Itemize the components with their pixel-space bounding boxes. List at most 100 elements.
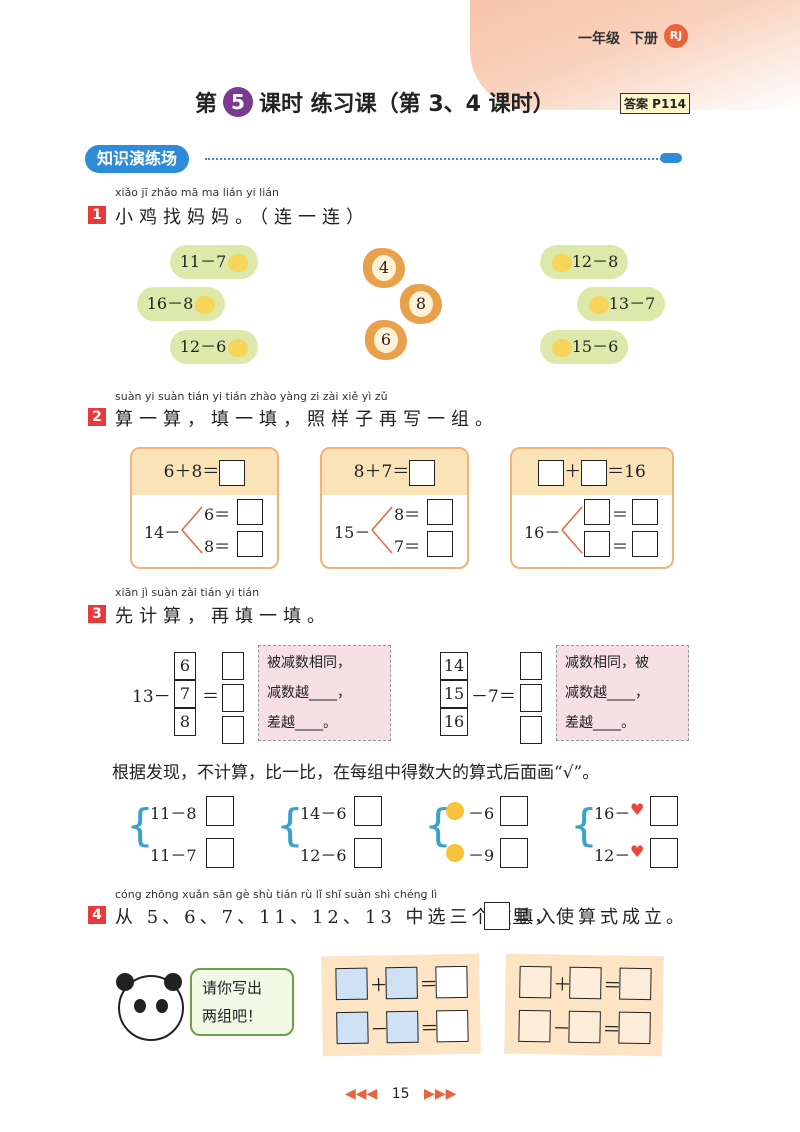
chick-expression-2[interactable]: 16－8 — [137, 287, 225, 321]
answer-box[interactable] — [435, 965, 468, 999]
answer-box[interactable] — [581, 459, 608, 486]
answer-box[interactable] — [520, 652, 542, 680]
q3-instruction: 根据发现，不计算，比一比，在每组中得数大的算式后面画“√”。 — [112, 763, 600, 783]
subtrahend-tile: 8 — [174, 708, 196, 736]
chick-expression-1[interactable]: 11－7 — [170, 245, 258, 279]
section-divider — [205, 158, 670, 160]
chick-icon — [551, 338, 572, 357]
answer-box[interactable] — [520, 684, 542, 712]
check-box[interactable] — [354, 838, 382, 868]
answer-box[interactable] — [619, 967, 652, 1001]
answer-box[interactable] — [427, 531, 453, 557]
page-footer: ◀◀◀ 15 ▶▶▶ — [345, 1086, 456, 1102]
expression-text: 15－6 — [571, 337, 619, 356]
answer-box[interactable] — [436, 1009, 469, 1043]
bubble-line: 两组吧！ — [202, 1007, 263, 1025]
answer-box[interactable] — [335, 967, 368, 1001]
equals-sign: ＝ — [612, 537, 629, 556]
decompose-card-1: 6＋8＝ 14－ 6＝ 8＝ — [130, 447, 279, 569]
note-line: 差越____。 — [565, 715, 635, 731]
answer-box[interactable] — [538, 459, 565, 486]
check-box[interactable] — [650, 838, 678, 868]
branch-lines — [371, 506, 393, 554]
note-line: 差越____。 — [267, 715, 337, 731]
answer-box[interactable] — [427, 499, 453, 525]
check-box[interactable] — [650, 796, 678, 826]
answer-box[interactable] — [237, 499, 263, 525]
check-box[interactable] — [500, 796, 528, 826]
check-box[interactable] — [206, 796, 234, 826]
check-box[interactable] — [354, 796, 382, 826]
plus-sign: ＋ — [564, 462, 582, 482]
brace-icon: { — [126, 800, 154, 851]
compare-expr: 11－8 — [150, 804, 197, 823]
answer-box[interactable] — [568, 1010, 601, 1044]
subtrahend-tile: 7 — [174, 680, 196, 708]
chick-expression-5[interactable]: 13－7 — [577, 287, 665, 321]
q3-pinyin: xiān jì suàn zài tián yi tián — [115, 586, 260, 599]
sample-box-icon — [484, 902, 510, 930]
answer-box[interactable] — [519, 965, 552, 999]
answer-card-2: ＋ ＝ － ＝ — [504, 953, 664, 1057]
hen-number: 6 — [374, 327, 398, 353]
answer-column — [222, 652, 244, 748]
q4-number: 4 — [88, 906, 106, 924]
answer-box[interactable] — [385, 966, 418, 1000]
check-box[interactable] — [500, 838, 528, 868]
brace-icon: { — [570, 800, 598, 851]
compare-expr: 12－ — [594, 846, 631, 865]
answer-box[interactable] — [222, 684, 244, 712]
answer-box[interactable] — [632, 531, 658, 557]
q2-pinyin: suàn yi suàn tián yi tián zhào yàng zi z… — [115, 390, 388, 403]
q2-number: 2 — [88, 408, 106, 426]
speech-bubble: 请你写出 两组吧！ — [190, 968, 294, 1036]
card-sub-b: 8＝ — [204, 537, 231, 556]
answer-box[interactable] — [386, 1010, 419, 1044]
panda-ear — [116, 973, 134, 991]
bubble-line: 请你写出 — [202, 979, 263, 997]
answer-box[interactable] — [222, 716, 244, 744]
chick-icon — [195, 295, 216, 314]
brace-icon: { — [276, 800, 304, 851]
chick-expression-6[interactable]: 15－6 — [540, 330, 628, 364]
hen-icon[interactable]: 4 — [363, 248, 405, 288]
chick-icon — [551, 253, 572, 272]
check-box[interactable] — [206, 838, 234, 868]
heart-icon: ♥ — [630, 842, 645, 861]
answer-box[interactable] — [237, 531, 263, 557]
answer-reference: 答案 P114 — [620, 93, 691, 114]
panda-eye — [134, 999, 146, 1013]
expression-text: 12－8 — [571, 252, 619, 271]
hen-icon[interactable]: 8 — [400, 284, 442, 324]
hen-icon[interactable]: 6 — [365, 320, 407, 360]
answer-box[interactable] — [632, 499, 658, 525]
answer-box[interactable] — [409, 459, 436, 486]
answer-box[interactable] — [219, 459, 246, 486]
q1-pinyin: xiǎo jī zhǎo mā ma lián yi lián — [115, 186, 279, 199]
compare-expr: 14－6 — [300, 804, 347, 823]
answer-box[interactable] — [569, 966, 602, 1000]
answer-box[interactable] — [520, 716, 542, 744]
card-minuend: 15－ — [334, 523, 371, 542]
chick-expression-3[interactable]: 12－6 — [170, 330, 258, 364]
card-sub-b: 7＝ — [394, 537, 421, 556]
compare-group-4: { 16－ ♥ 12－ ♥ — [570, 792, 700, 872]
expression-text: 11－7 — [179, 252, 227, 271]
card-minuend: 14－ — [144, 523, 181, 542]
answer-box[interactable] — [518, 1009, 551, 1043]
next-arrows-icon: ▶▶▶ — [424, 1086, 457, 1102]
branch-lines — [181, 506, 203, 554]
page-number: 15 — [391, 1086, 410, 1102]
answer-box[interactable] — [618, 1011, 651, 1045]
chick-expression-4[interactable]: 12－8 — [540, 245, 628, 279]
q2-text: 算一算，填一填，照样子再写一组。 — [115, 409, 499, 430]
answer-box[interactable] — [222, 652, 244, 680]
answer-box[interactable] — [584, 499, 610, 525]
answer-box[interactable] — [336, 1011, 369, 1045]
q3-number: 3 — [88, 605, 106, 623]
card-sub-a: 6＝ — [204, 505, 231, 524]
note-line: 被减数相同， — [267, 655, 351, 671]
answer-box[interactable] — [584, 531, 610, 557]
chick-icon — [588, 295, 609, 314]
answer-card-1: ＋ ＝ － ＝ — [321, 953, 481, 1057]
